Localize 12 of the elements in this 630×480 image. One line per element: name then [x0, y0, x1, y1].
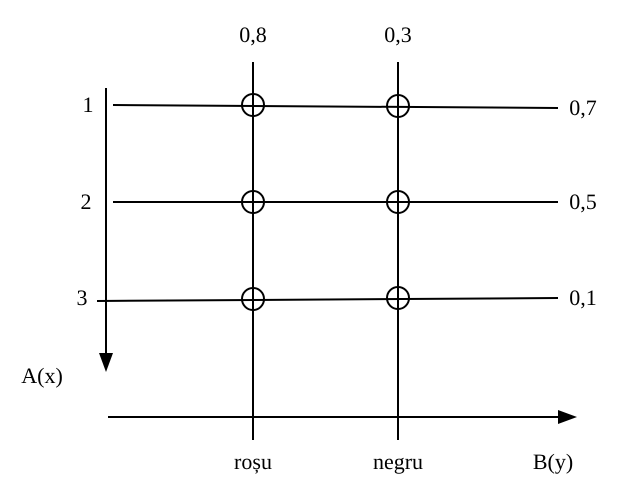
row-number: 3	[76, 287, 88, 309]
column-label: roșu	[234, 451, 272, 473]
value-label: 0,5	[569, 191, 597, 213]
value-label: 0,3	[384, 24, 412, 46]
value-label: 0,7	[569, 97, 597, 119]
axis-label: B(y)	[532, 451, 574, 473]
value-label: 0,8	[239, 24, 267, 46]
column-label: negru	[372, 451, 424, 473]
row-number: 2	[80, 191, 92, 213]
row-number: 1	[82, 94, 94, 116]
axis-label: A(x)	[21, 365, 63, 387]
value-label: 0,1	[569, 287, 597, 309]
